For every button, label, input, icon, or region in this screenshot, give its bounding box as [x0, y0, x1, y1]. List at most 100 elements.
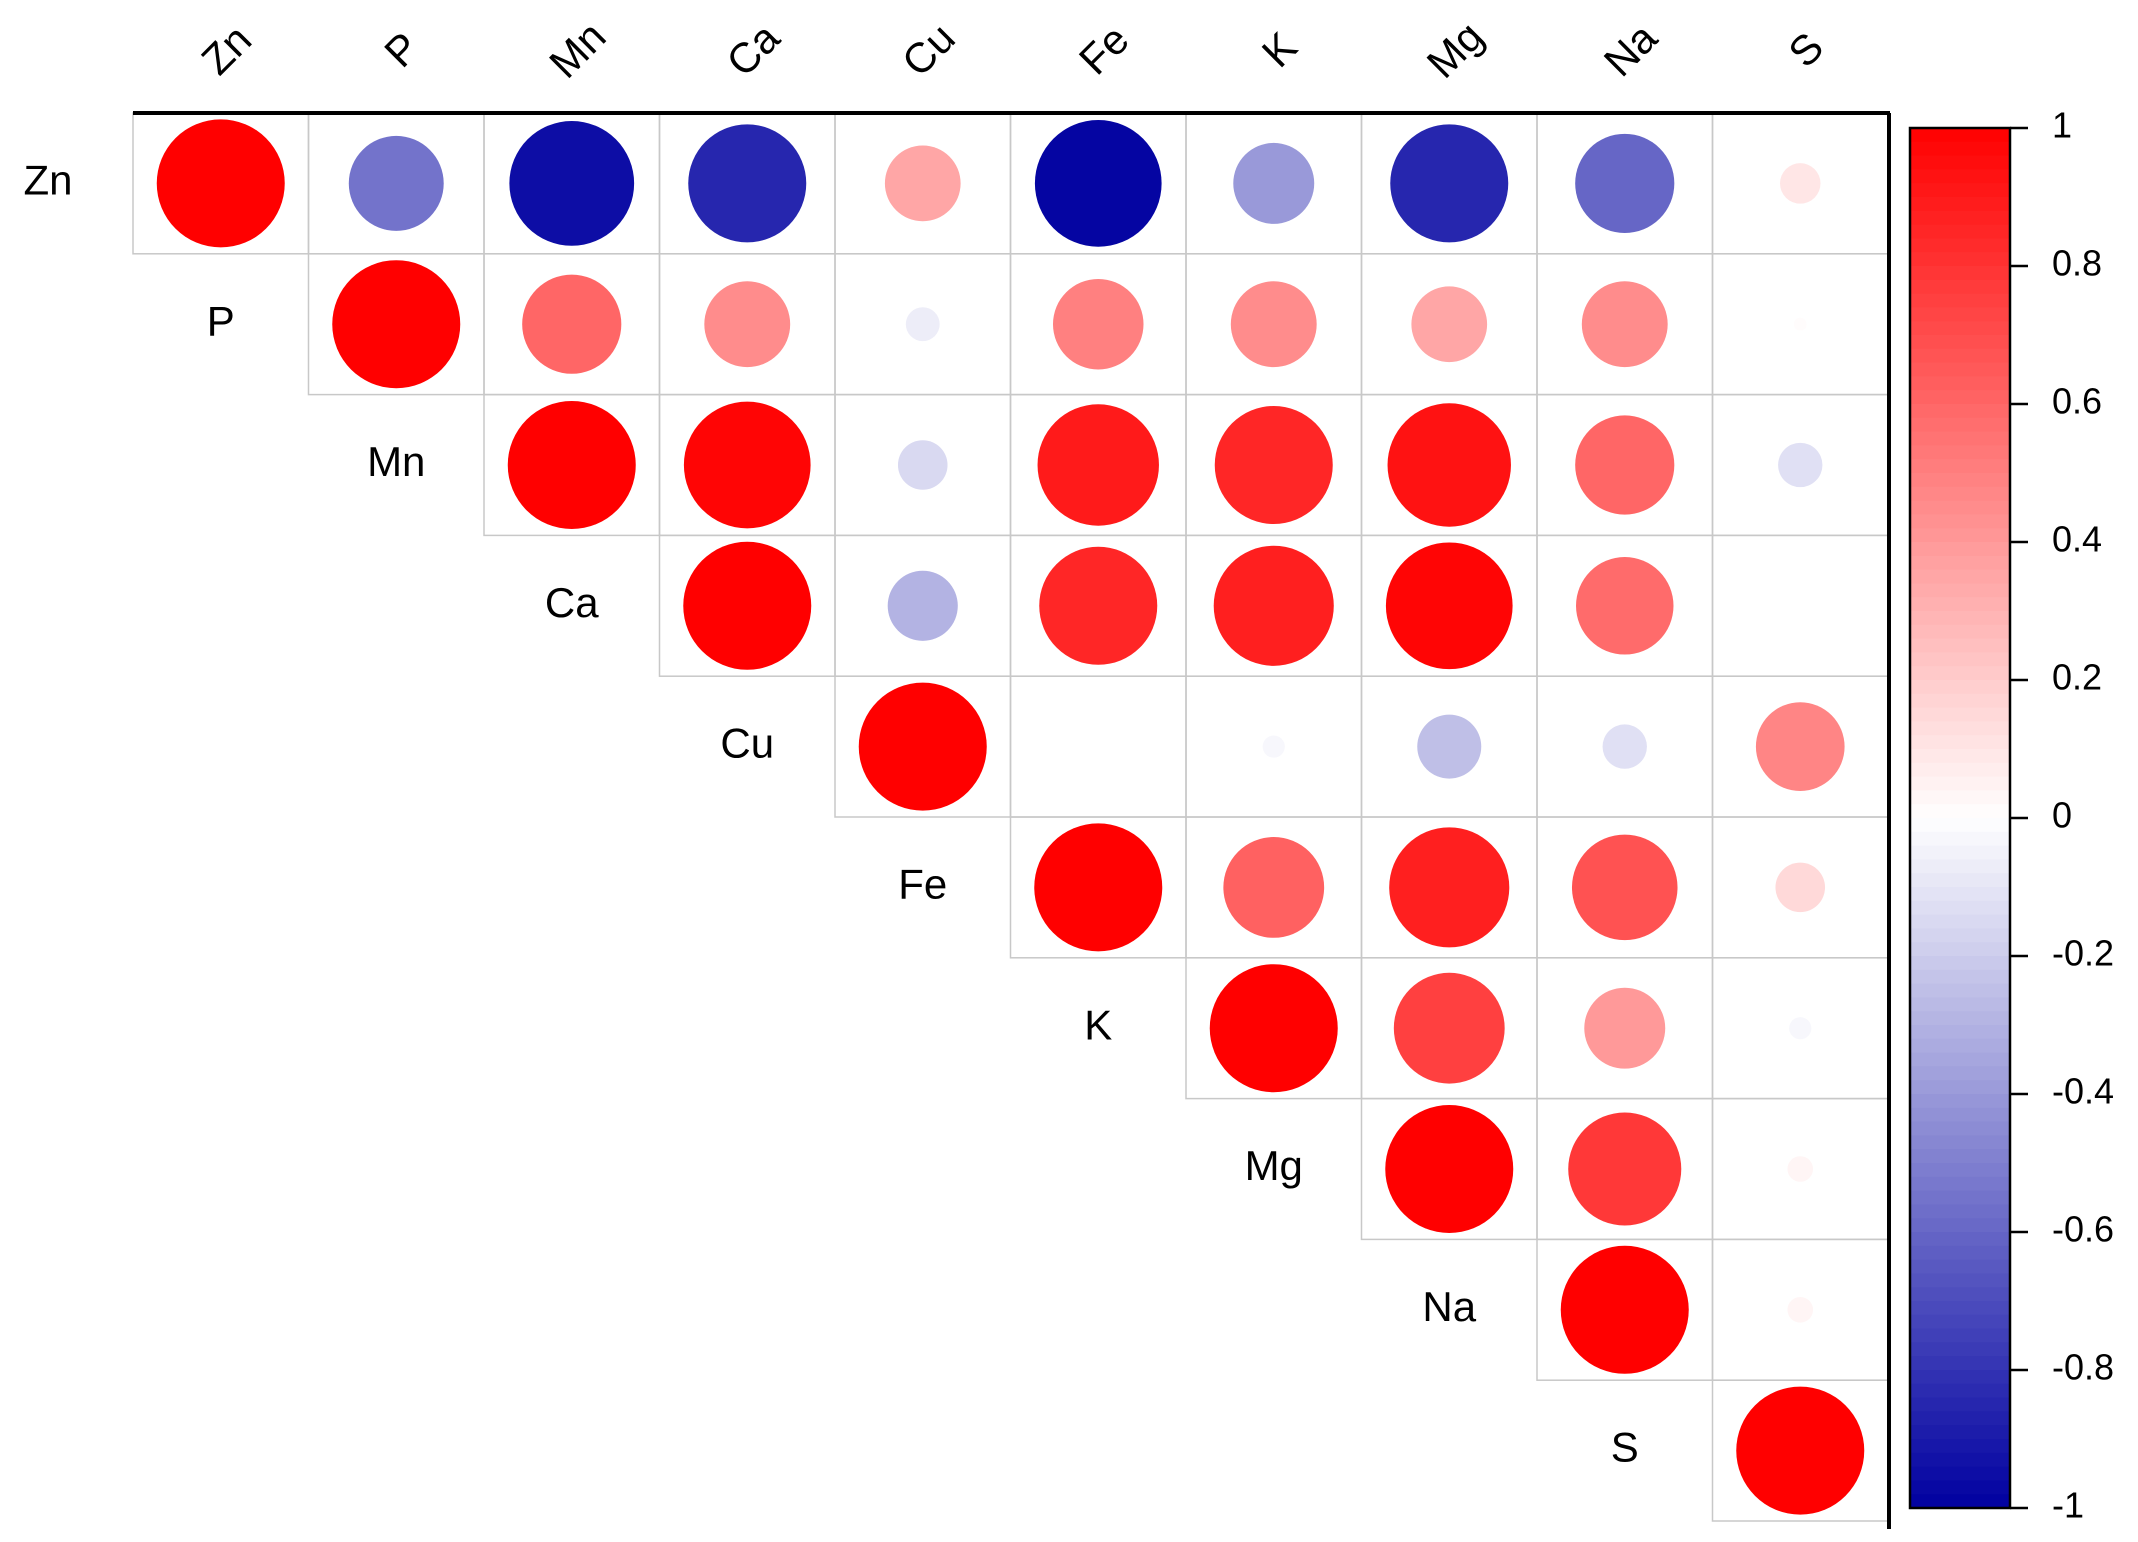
- colorbar-band: [1910, 1425, 2010, 1440]
- colorbar-band: [1910, 1480, 2010, 1495]
- colorbar-tick-label: -0.4: [2052, 1071, 2114, 1112]
- row-label-S: S: [1611, 1424, 1639, 1471]
- colorbar-band: [1910, 900, 2010, 916]
- colorbar-tick-label: -0.6: [2052, 1209, 2114, 1250]
- colorbar-band: [1910, 583, 2010, 598]
- colorbar-band: [1910, 141, 2010, 157]
- column-label-Zn: Zn: [192, 16, 260, 84]
- colorbar-band: [1910, 1204, 2010, 1219]
- circle-K-S: [1789, 1017, 1812, 1040]
- colorbar-band: [1910, 1439, 2010, 1454]
- circle-P-Ca: [704, 281, 791, 368]
- colorbar-band: [1910, 1466, 2010, 1481]
- circle-Ca-Cu: [887, 570, 958, 641]
- column-label-Na: Na: [1595, 14, 1667, 86]
- colorbar-band: [1910, 224, 2010, 239]
- colorbar-band: [1910, 873, 2010, 888]
- column-label-P: P: [375, 23, 428, 76]
- row-label-Cu: Cu: [720, 720, 774, 767]
- colorbar-band: [1910, 252, 2010, 267]
- column-label-S: S: [1779, 23, 1832, 76]
- circle-Zn-Ca: [688, 124, 807, 243]
- colorbar-band: [1910, 1328, 2010, 1343]
- circle-Mn-S: [1778, 442, 1823, 488]
- colorbar-band: [1910, 542, 2010, 557]
- colorbar-band: [1910, 321, 2010, 336]
- circle-Na-Na: [1560, 1245, 1689, 1374]
- colorbar-band: [1910, 335, 2010, 350]
- circle-K-Na: [1584, 987, 1666, 1069]
- row-label-Zn: Zn: [23, 156, 72, 203]
- colorbar-band: [1910, 1259, 2010, 1274]
- circle-Cu-Mg: [1417, 714, 1482, 779]
- circle-Fe-K: [1223, 837, 1325, 938]
- colorbar-band: [1910, 266, 2010, 281]
- plot-frame: [133, 111, 1891, 1529]
- colorbar-band: [1910, 1011, 2010, 1026]
- circle-Fe-Mg: [1389, 827, 1510, 948]
- colorbar-band: [1910, 804, 2010, 819]
- colorbar-band: [1910, 956, 2010, 971]
- circle-Mg-Mg: [1385, 1105, 1514, 1233]
- column-label-Ca: Ca: [717, 14, 789, 86]
- colorbar-band: [1910, 555, 2010, 571]
- colorbar-band: [1910, 707, 2010, 722]
- colorbar-band: [1910, 1038, 2010, 1054]
- circle-P-Cu: [905, 307, 940, 342]
- colorbar-band: [1910, 128, 2010, 143]
- colorbar-band: [1910, 238, 2010, 253]
- column-label-K: K: [1253, 23, 1306, 76]
- colorbar-band: [1910, 624, 2010, 640]
- colorbar-band: [1910, 776, 2010, 791]
- circle-Zn-Cu: [884, 145, 961, 222]
- colorbar-band: [1910, 1052, 2010, 1067]
- circle-Zn-S: [1780, 163, 1821, 204]
- colorbar-band: [1910, 1149, 2010, 1164]
- circle-Mn-Ca: [683, 401, 811, 529]
- colorbar-band: [1910, 155, 2010, 170]
- circle-S-S: [1736, 1386, 1865, 1515]
- colorbar-band: [1910, 735, 2010, 750]
- colorbar-tick-label: -0.2: [2052, 933, 2114, 974]
- colorbar-band: [1910, 887, 2010, 902]
- colorbar-band: [1910, 1218, 2010, 1233]
- colorbar-band: [1910, 362, 2010, 377]
- cell-Ca-S: [1711, 534, 1889, 677]
- column-label-Fe: Fe: [1070, 16, 1138, 84]
- circle-Cu-S: [1755, 702, 1845, 791]
- circle-Mn-K: [1214, 405, 1333, 525]
- colorbar-band: [1910, 914, 2010, 929]
- circle-P-Mg: [1411, 286, 1488, 363]
- colorbar-band: [1910, 693, 2010, 709]
- circle-Ca-Ca: [683, 541, 812, 670]
- circle-P-P: [332, 260, 461, 389]
- row-label-P: P: [207, 297, 235, 344]
- colorbar-band: [1910, 1342, 2010, 1357]
- colorbar-band: [1910, 569, 2010, 584]
- colorbar-band: [1910, 1066, 2010, 1081]
- circle-P-Na: [1581, 281, 1668, 368]
- circle-Ca-Mg: [1385, 542, 1513, 670]
- colorbar-band: [1910, 762, 2010, 778]
- colorbar-tick-label: 1: [2052, 105, 2072, 146]
- colorbar-band: [1910, 1397, 2010, 1412]
- circle-Zn-K: [1233, 142, 1315, 224]
- colorbar-band: [1910, 500, 2010, 515]
- colorbar-band: [1910, 210, 2010, 226]
- colorbar-band: [1910, 611, 2010, 626]
- colorbar-band: [1910, 404, 2010, 419]
- colorbar-tick-label: 0.6: [2052, 381, 2102, 422]
- row-label-Mn: Mn: [367, 438, 425, 485]
- circle-Cu-K: [1262, 735, 1285, 758]
- colorbar-band: [1910, 666, 2010, 681]
- colorbar-band: [1910, 1287, 2010, 1302]
- colorbar-band: [1910, 417, 2010, 433]
- row-label-Na: Na: [1422, 1283, 1476, 1330]
- colorbar-band: [1910, 1494, 2010, 1509]
- circle-Zn-Zn: [156, 119, 285, 248]
- row-label-Ca: Ca: [545, 579, 599, 626]
- circle-Zn-Fe: [1034, 120, 1162, 247]
- colorbar-band: [1910, 1080, 2010, 1095]
- colorbar-band: [1910, 307, 2010, 322]
